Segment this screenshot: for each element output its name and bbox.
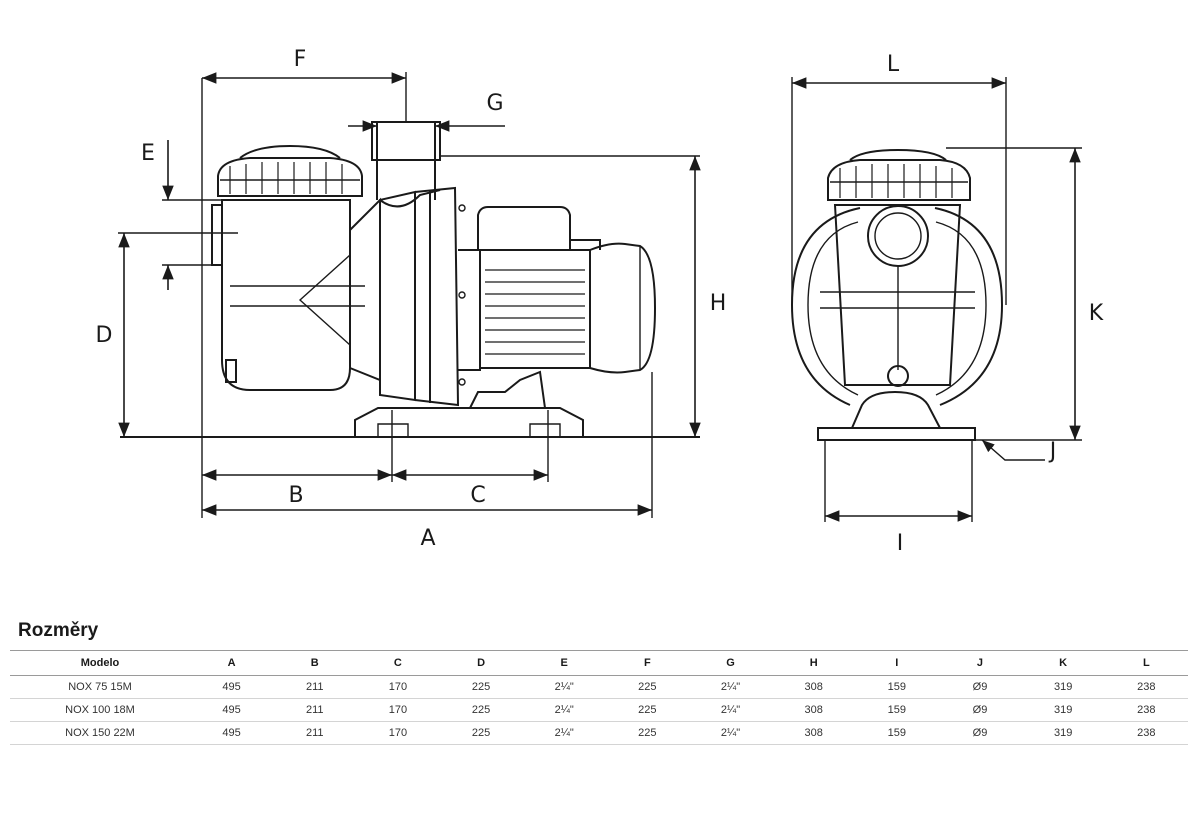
table-cell: 308 [772, 721, 856, 745]
dim-label-f: F [294, 47, 307, 72]
table-cell: 495 [190, 698, 274, 722]
section-title: Rozměry [18, 620, 99, 641]
column-header: D [439, 650, 523, 676]
table-cell: Ø9 [938, 675, 1022, 699]
dim-label-c: C [470, 483, 485, 508]
table-cell: 495 [190, 721, 274, 745]
table-cell: 319 [1021, 721, 1105, 745]
column-header: K [1021, 650, 1105, 676]
table-cell: 2¼" [522, 698, 606, 722]
dim-label-g: G [486, 91, 503, 116]
pump-side-view [118, 72, 701, 518]
dim-label-h: H [710, 291, 727, 316]
table-cell: 308 [772, 698, 856, 722]
table-cell: 2¼" [688, 675, 773, 699]
table-cell: 159 [855, 721, 939, 745]
column-header: Modelo [10, 650, 190, 676]
table-cell: 2¼" [522, 721, 606, 745]
table-cell: 2¼" [688, 698, 773, 722]
table-cell: 170 [356, 721, 440, 745]
column-header: A [190, 650, 274, 676]
table-cell: 170 [356, 698, 440, 722]
column-header: C [356, 650, 440, 676]
dim-label-b: B [288, 483, 303, 508]
column-header: E [522, 650, 606, 676]
dim-label-i: I [897, 531, 904, 556]
table-cell: NOX 150 22M [10, 721, 190, 745]
column-header: I [855, 650, 939, 676]
table-cell: 319 [1021, 698, 1105, 722]
table-cell: 225 [605, 721, 689, 745]
table-cell: Ø9 [938, 698, 1022, 722]
table-cell: 238 [1104, 675, 1188, 699]
table-cell: 225 [439, 721, 523, 745]
dim-label-k: K [1089, 301, 1104, 326]
table-row: NOX 150 22M 495 211 170 225 2¼" 225 2¼" … [10, 721, 1188, 745]
dim-label-d: D [96, 323, 113, 348]
dim-label-e: E [141, 141, 155, 166]
table-cell: 2¼" [688, 721, 773, 745]
table-cell: 2¼" [522, 675, 606, 699]
table-cell: 225 [439, 675, 523, 699]
column-header: L [1104, 650, 1188, 676]
column-header: J [938, 650, 1022, 676]
table-row: NOX 100 18M 495 211 170 225 2¼" 225 2¼" … [10, 698, 1188, 722]
dim-label-a: A [420, 526, 435, 551]
table-cell: Ø9 [938, 721, 1022, 745]
table-cell: 211 [273, 698, 357, 722]
table-cell: 211 [273, 675, 357, 699]
table-cell: 159 [855, 675, 939, 699]
table-cell: 238 [1104, 698, 1188, 722]
table-cell: 225 [605, 675, 689, 699]
column-header: G [688, 650, 773, 676]
table-cell: 225 [439, 698, 523, 722]
pump-front-view [790, 77, 1082, 522]
table-cell: 225 [605, 698, 689, 722]
table-row: NOX 75 15M 495 211 170 225 2¼" 225 2¼" 3… [10, 675, 1188, 699]
table-cell: 170 [356, 675, 440, 699]
table-cell: NOX 100 18M [10, 698, 190, 722]
table-cell: 211 [273, 721, 357, 745]
dim-label-l: L [887, 52, 900, 77]
table-cell: NOX 75 15M [10, 675, 190, 699]
column-header: B [273, 650, 357, 676]
table-header-row: Modelo A B C D E F G H I J K L [10, 650, 1188, 676]
table-cell: 319 [1021, 675, 1105, 699]
table-cell: 495 [190, 675, 274, 699]
pump-dimension-drawing: A B C D E F G H I J K L [96, 47, 1104, 556]
dimensions-table: Modelo A B C D E F G H I J K L NOX 75 15… [10, 650, 1188, 745]
table-cell: 238 [1104, 721, 1188, 745]
table-cell: 159 [855, 698, 939, 722]
table-cell: 308 [772, 675, 856, 699]
dim-label-j: J [1048, 439, 1057, 464]
column-header: F [605, 650, 689, 676]
column-header: H [772, 650, 856, 676]
